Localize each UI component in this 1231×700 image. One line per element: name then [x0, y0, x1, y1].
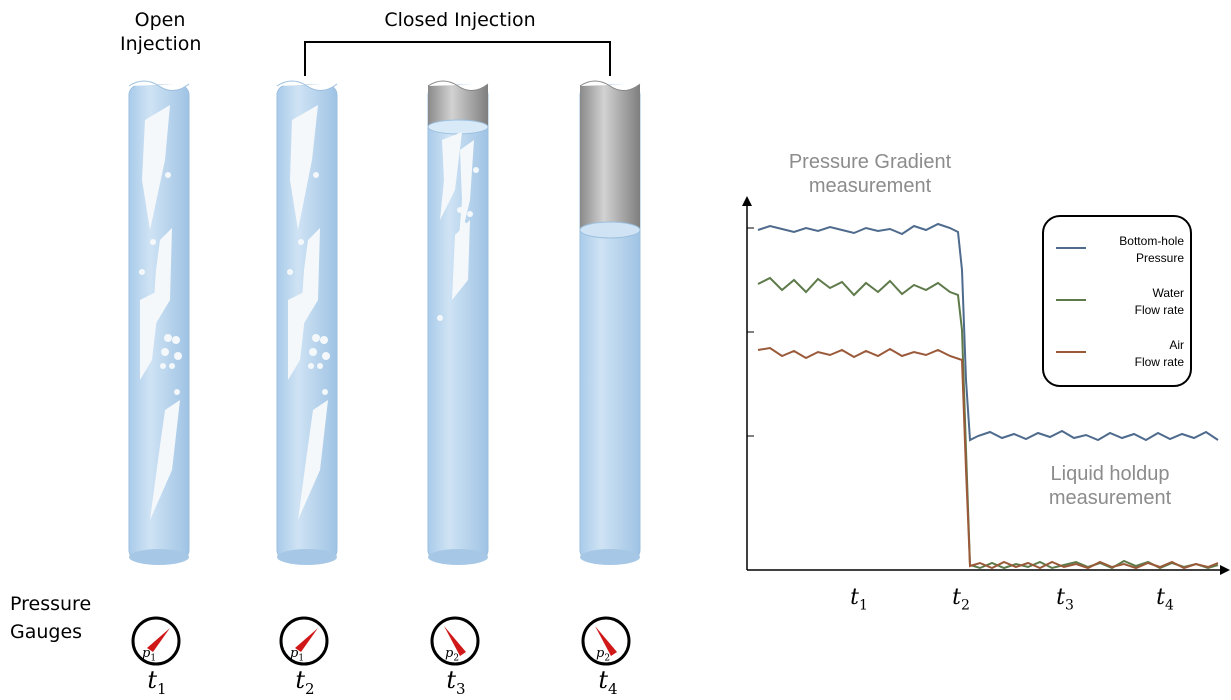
- gauge-1: [131, 616, 181, 666]
- tube-1: [128, 80, 190, 565]
- legend-swatch-pressure: [1056, 247, 1086, 249]
- legend-label-air: Air Flow rate: [1134, 338, 1184, 369]
- pressure-gauges-label: Pressure Gauges: [10, 593, 92, 643]
- chart-axes: [742, 196, 1230, 575]
- series-bottom-hole-pressure: [757, 222, 1219, 442]
- tube-4: [579, 80, 641, 565]
- closed-injection-label: Closed Injection: [384, 9, 536, 31]
- legend-swatch-water: [1056, 299, 1086, 301]
- x-tick-t4: t4: [1156, 585, 1174, 614]
- tube-time-2: t2: [295, 666, 315, 698]
- tube-2: [276, 80, 338, 565]
- legend-item-pressure: Bottom-hole Pressure: [1044, 225, 1190, 275]
- legend-label-pressure: Bottom-hole Pressure: [1119, 234, 1184, 265]
- gauge-4: [581, 616, 631, 666]
- legend-item-air: Air Flow rate: [1044, 329, 1190, 379]
- tube-3: [427, 80, 489, 565]
- tube-time-1: t1: [147, 666, 167, 698]
- x-tick-t2: t2: [952, 585, 970, 614]
- legend-swatch-air: [1056, 351, 1086, 353]
- gauge-label-3: p2: [445, 646, 460, 664]
- series-air-flow-rate: [757, 346, 1219, 570]
- liquid-holdup-label: Liquid holdup measurement: [1048, 463, 1172, 509]
- chart-legend: Bottom-hole Pressure Water Flow rate Air…: [1042, 215, 1192, 387]
- tube-time-4: t4: [598, 666, 618, 698]
- gauge-3: [430, 616, 480, 666]
- legend-label-water: Water Flow rate: [1134, 286, 1184, 317]
- tube-time-3: t3: [446, 666, 466, 698]
- x-tick-t1: t1: [850, 585, 868, 614]
- gauge-2: [279, 616, 329, 666]
- gauge-label-1: p1: [142, 646, 157, 664]
- legend-item-water: Water Flow rate: [1044, 277, 1190, 327]
- gauge-label-2: p1: [290, 646, 305, 664]
- pressure-gradient-label: Pressure Gradient measurement: [788, 151, 952, 197]
- closed-injection-bracket: [304, 41, 611, 76]
- open-injection-label: Open Injection: [120, 9, 202, 55]
- gauge-label-4: p2: [596, 646, 611, 664]
- x-tick-t3: t3: [1056, 585, 1074, 614]
- series-water-flow-rate: [757, 276, 1219, 570]
